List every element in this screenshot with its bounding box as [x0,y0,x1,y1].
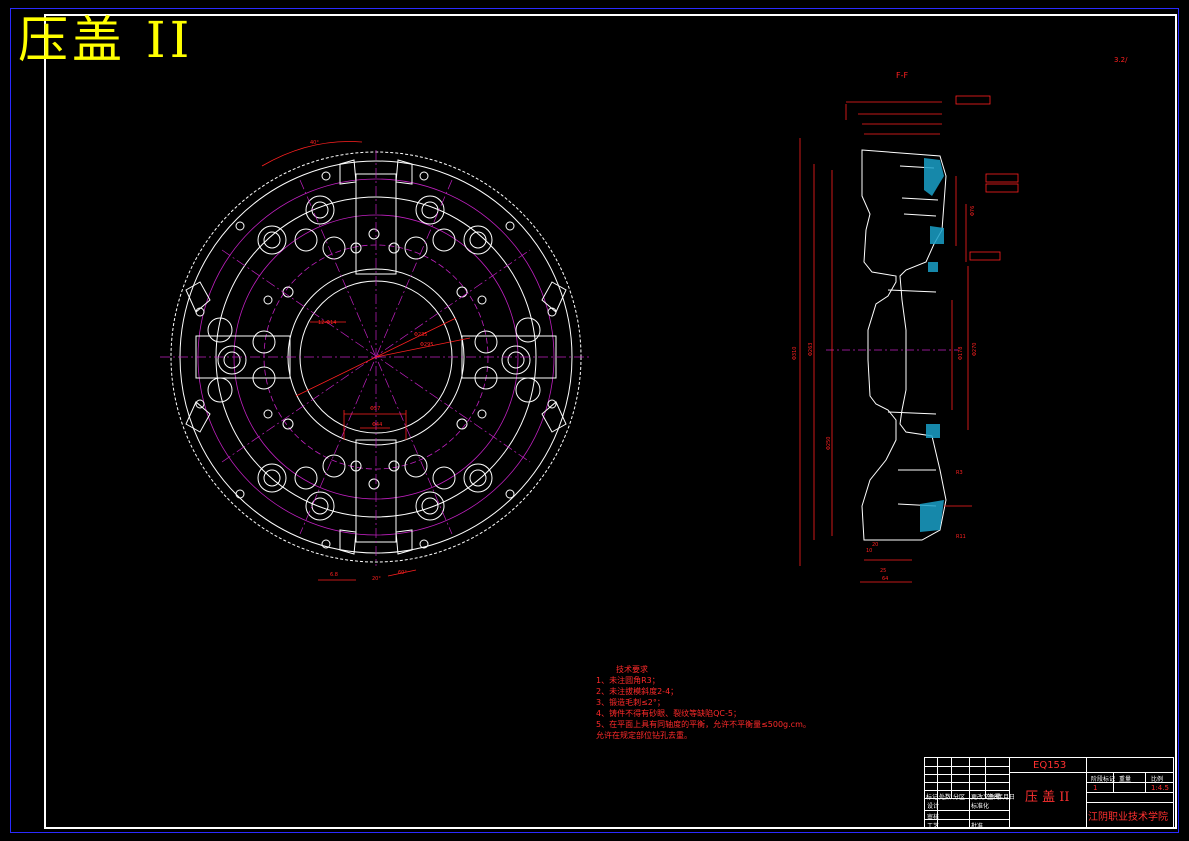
tb-header-label: 年月日 [997,794,1016,801]
section-dim-labels: Φ310 Φ263 Φ250 Φ270 Φ178 Φ76 R3 R11 10 2… [792,206,978,582]
drawing-title: 压盖 II [18,11,194,69]
dim-label: Φ44 [372,422,382,428]
dim-label: Φ76 [970,206,976,216]
tb-header-label: 更改文件号 [971,794,1002,801]
dim-label: 20° [372,576,381,582]
front-view [160,141,592,581]
section-dimensions [799,95,1019,583]
tb-right-label: 阶段标记 [1091,776,1116,783]
dim-label: Φ295 [420,342,433,348]
section-outline [861,149,947,541]
roughness-symbol: 3.2/ [1114,56,1128,64]
tb-header-label: 签名 [987,794,1000,801]
dim-label: 60° [398,570,407,576]
tb-role-label: 标准化 [971,803,990,810]
dim-label: 40° [310,140,319,146]
dim-label: 6.8 [330,572,338,578]
tb-header-label: 标记 [926,794,939,801]
tb-header-label: 处数 [939,794,952,801]
outer-border [10,8,1179,833]
section-label: F-F [896,71,908,80]
section-hatch [920,158,944,532]
section-view [799,95,1019,583]
dim-label: Φ263 [808,343,814,356]
note-item: 3、锻造毛刺≤2°； [596,698,665,707]
dim-label: Φ178 [958,347,964,360]
center-lines [160,150,592,566]
technical-notes: 技术要求 1、未注圆角R3； 2、未注拔模斜度2-4； 3、锻造毛刺≤2°； 4… [596,664,811,741]
dimension-lines [261,141,471,581]
tb-right-label: 比例 [1151,776,1164,783]
tb-role-label: 批准 [971,823,984,830]
front-view-dim-labels: 40° 60° Φ235 Φ295 12-Φ14 Φ57 Φ44 6.8 20° [310,140,433,582]
note-item: 5、在平面上具有同轴度的平衡，允许不平衡量≤500g.cm。 [596,720,811,729]
dim-label: 64 [882,576,888,582]
note-item: 4、铸件不得有砂眼、裂纹等缺陷QC-5； [596,709,741,718]
drawing-number: EQ153 [1033,760,1067,771]
dim-label: Φ250 [826,437,832,450]
dim-label: Φ235 [414,332,427,338]
drawing-border [44,14,1177,829]
scale: 1:4.5 [1151,784,1169,792]
part-name: 压 盖 II [1025,790,1070,805]
dim-label: 20 [872,542,878,548]
dim-label: 10 [866,548,872,554]
dim-label: 12-Φ14 [318,320,336,326]
note-item: 2、未注拔模斜度2-4； [596,687,679,696]
school-name: 江阴职业技术学院 [1088,812,1168,823]
dim-label: Φ310 [792,347,798,360]
note-item: 允许在规定部位钻孔去重。 [596,731,692,740]
dim-label: 25 [880,568,886,574]
tb-role-label: 工艺 [927,823,940,830]
tb-header-label: 分区 [953,794,966,801]
dim-label: R11 [956,534,966,540]
tb-right-label: 重量 [1119,776,1132,783]
dim-label: R3 [956,470,963,476]
tb-role-label: 审核 [927,814,940,821]
notes-heading: 技术要求 [616,665,648,674]
dim-label: Φ57 [370,406,380,412]
note-item: 1、未注圆角R3； [596,676,660,685]
quantity: 1 [1093,784,1098,792]
dim-label: Φ270 [972,343,978,356]
tb-role-label: 设计 [927,803,940,810]
title-block: 标记 处数 分区 更改文件号 签名 年月日 设计 标准化 审核 工艺 批准 EQ… [924,757,1174,830]
